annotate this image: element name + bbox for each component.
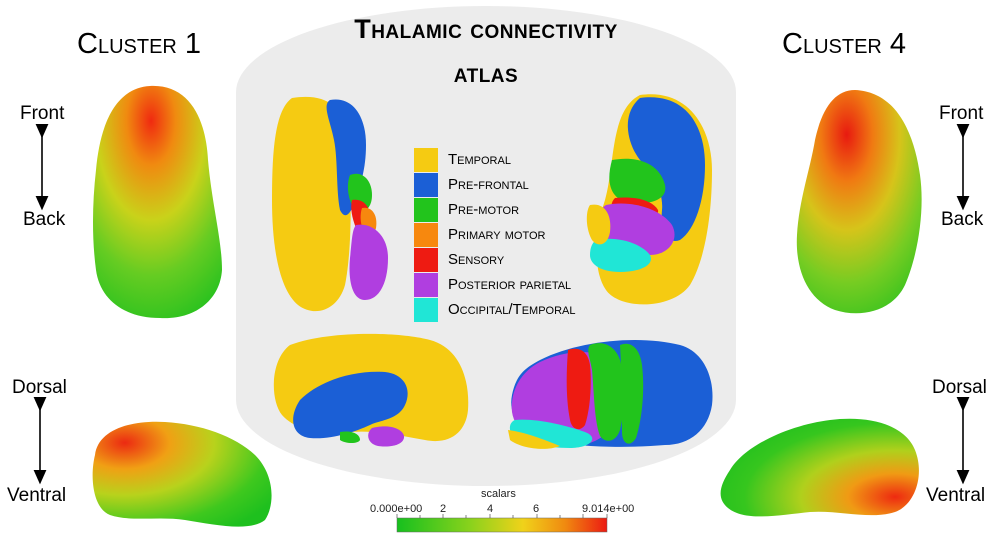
- atlas-title-line1: Thalamic connectivity: [354, 14, 618, 44]
- legend-label: Occipital/Temporal: [448, 301, 576, 318]
- front-label-right: Front: [939, 103, 984, 124]
- legend-item: Occipital/Temporal: [414, 298, 594, 322]
- cluster-4-heading: Cluster 4: [782, 28, 907, 60]
- dorsal-label-right: Dorsal: [932, 377, 987, 398]
- back-label-left: Back: [23, 209, 66, 230]
- legend-swatch: [414, 223, 438, 247]
- colorbar-tick-label: 4: [487, 503, 494, 515]
- cluster-1-side-surface: [92, 421, 272, 527]
- cluster-4-top-surface: [796, 90, 922, 314]
- legend-item: Primary motor: [414, 223, 594, 247]
- colorbar-gradient: [396, 517, 608, 533]
- colorbar-ticks: [396, 514, 608, 518]
- legend-label: Pre-frontal: [448, 176, 529, 193]
- dorsal-label-left: Dorsal: [12, 377, 67, 398]
- legend-item: Sensory: [414, 248, 594, 272]
- legend-item: Pre-frontal: [414, 173, 594, 197]
- cluster-4-side-surface: [720, 418, 919, 517]
- legend-item: Pre-motor: [414, 198, 594, 222]
- ventral-label-left: Ventral: [7, 485, 67, 506]
- legend-swatch: [414, 273, 438, 297]
- atlas-top-right-view: [586, 94, 712, 305]
- atlas-bottom-left-view: [273, 333, 469, 447]
- legend-label: Primary motor: [448, 226, 546, 243]
- colorbar-tick-label: 6: [533, 503, 540, 515]
- legend-swatch: [414, 198, 438, 222]
- colorbar-title: scalars: [481, 488, 516, 500]
- legend-label: Posterior parietal: [448, 276, 572, 293]
- atlas-title-line2: atlas: [453, 58, 519, 88]
- legend-item: Posterior parietal: [414, 273, 594, 297]
- legend-label: Pre-motor: [448, 201, 520, 218]
- colorbar-tick-label: 2: [440, 503, 447, 515]
- back-label-right: Back: [941, 209, 984, 230]
- atlas-top-left-view: [272, 96, 388, 312]
- ventral-label-right: Ventral: [926, 485, 986, 506]
- legend-label: Sensory: [448, 251, 505, 268]
- legend-swatch: [414, 173, 438, 197]
- colorbar-min-label: 0.000e+00: [370, 503, 423, 515]
- double-arrow-icon: [33, 124, 970, 485]
- cluster-1-top-surface: [93, 85, 222, 319]
- cluster-1-heading: Cluster 1: [77, 28, 202, 60]
- colorbar-max-label: 9.014e+00: [582, 503, 635, 515]
- legend-swatch: [414, 148, 438, 172]
- legend-swatch: [414, 248, 438, 272]
- legend-label: Temporal: [448, 151, 511, 168]
- legend-swatch: [414, 298, 438, 322]
- atlas-bottom-right-view: [508, 340, 713, 449]
- legend-item: Temporal: [414, 148, 594, 172]
- front-label-left: Front: [20, 103, 65, 124]
